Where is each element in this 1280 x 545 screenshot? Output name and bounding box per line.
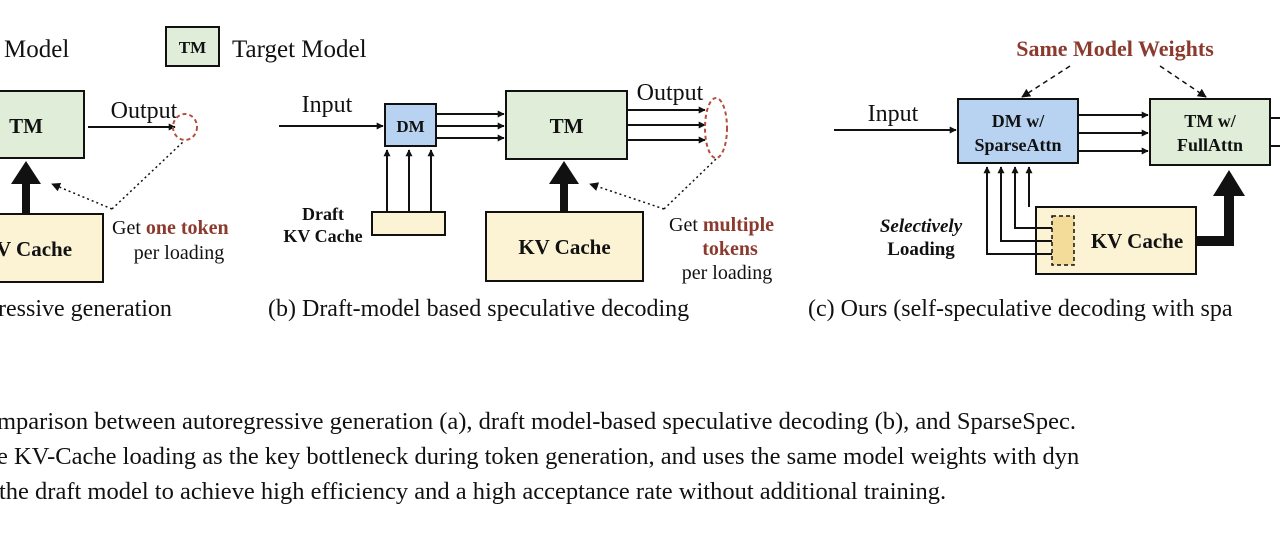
panel-b-note-line3: per loading [682,262,773,284]
panel-a-dotted-line [111,140,185,210]
panel-b-input-label: Input [302,92,353,118]
panel-c-sparse-load-line-2 [997,166,1052,242]
panel-b-caption: (b) Draft-model based speculative decodi… [268,296,689,322]
panel-a-note-prefix: Get [112,217,146,239]
panel-c-input-label: Input [868,101,919,127]
panel-b-dotted-line [663,158,717,210]
panel-a-kv-cache-label: V Cache [0,237,72,261]
panel-b-tokens-ellipse [704,97,728,159]
panel-c-header: Same Model Weights [1016,36,1214,61]
panel-c-tm-box [1149,98,1271,166]
panel-a-tm-label: TM [9,114,43,138]
legend-target-swatch [165,26,220,67]
panel-a-output-label: Output [111,98,178,124]
panel-a-dotted-arrow [51,182,113,210]
panel-b-tm-box [505,90,628,160]
caption-line-3: the draft model to achieve high efficien… [0,478,947,505]
panel-b-draft-cache-label-1: Draft [302,204,344,224]
legend-draft-model-label: Model [4,36,69,63]
speculative-decoding-diagram: Model TM Target Model TM Output V Cache … [0,26,1280,322]
panel-b-draft-kv-cache-box [371,211,446,236]
panel-a-load-arrow [11,161,41,214]
panel-c-sparse-load-line-3 [1011,166,1052,229]
panel-a-note-highlight: one token [146,217,229,239]
legend-target-abbr: TM [179,38,206,57]
panel-b-kv-cache-box [485,211,644,282]
panel-c-dm-label-1: DM w/ [992,111,1045,131]
panel-b-dm-label: DM [396,117,424,136]
legend-target-model-label: Target Model [232,36,367,63]
figure-caption: mparison between autoregressive generati… [0,404,1280,509]
panel-a-note-line1: Get one token [112,217,229,239]
panel-b-note-line1: Get multiple [669,214,774,236]
panel-b-note-highlight-1: multiple [703,214,774,236]
panel-c-loading-label: Loading [887,239,955,260]
panel-a-token-ellipse [172,113,198,141]
panel-b-dotted-arrow [589,182,665,210]
panel-c-selectively-label: Selectively [880,216,963,237]
panel-b-draft-cache-label-2: KV Cache [283,226,362,246]
panel-b-kv-cache-label: KV Cache [518,235,610,259]
caption-line-2: e KV-Cache loading as the key bottleneck… [0,443,1080,470]
panel-c-dm-label-2: SparseAttn [974,135,1061,155]
panel-c-tm-label-1: TM w/ [1184,111,1236,131]
panel-b-dm-box [384,103,437,147]
panel-b-output-label: Output [637,80,704,106]
panel-a-caption: ressive generation [0,296,172,322]
panel-b-note-highlight-2: tokens [702,238,758,260]
panel-a: TM Output V Cache Get one token per load… [0,90,229,322]
panel-a-kv-cache-box [0,213,104,283]
panel-c-full-load-arrow [1196,170,1245,246]
panel-b: Input DM TM Output Draft KV Cache KV Cac… [268,80,774,322]
panel-b-load-arrow [549,161,579,212]
panel-c-caption: (c) Ours (self-speculative decoding with… [808,296,1233,322]
panel-c-kv-cache-label: KV Cache [1091,229,1183,253]
panel-b-note-prefix: Get [669,214,703,236]
panel-c-dm-box [957,98,1079,164]
panel-a-note-line2: per loading [134,242,225,264]
panel-c-sparse-load-line-1 [983,166,1052,255]
caption-line-1: mparison between autoregressive generati… [0,408,1076,435]
panel-b-tm-label: TM [550,114,584,138]
panel-a-tm-box [0,90,85,159]
panel-c-shared-weights-right [1159,65,1207,98]
panel-c: Same Model Weights Input DM w/ SparseAtt… [808,36,1280,322]
panel-c-selected-cache-block [1051,215,1075,266]
panel-c-tm-label-2: FullAttn [1177,135,1243,155]
panel-c-shared-weights-left [1021,65,1071,98]
